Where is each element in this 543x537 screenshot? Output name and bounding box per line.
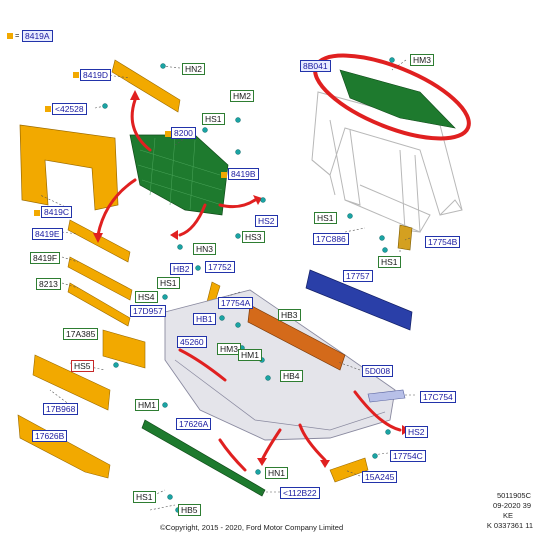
footer-code: KE <box>502 511 513 520</box>
part-label-HN3[interactable]: HN3 <box>193 243 217 255</box>
grille-bar-8213 <box>67 282 131 327</box>
part-label-HM1-a[interactable]: HM1 <box>238 349 262 361</box>
part-label-17626A[interactable]: 17626A <box>176 418 212 430</box>
part-label-17754A[interactable]: 17754A <box>218 297 254 309</box>
lower-grille-17b968 <box>32 354 111 411</box>
part-label-8419F[interactable]: 8419F <box>30 252 61 264</box>
part-label-8213[interactable]: 8213 <box>36 278 61 290</box>
part-label-HS1-d[interactable]: HS1 <box>157 277 180 289</box>
part-label-17757[interactable]: 17757 <box>343 270 373 282</box>
footer-ref: 5011905C <box>496 491 531 500</box>
part-label-17752[interactable]: 17752 <box>205 261 235 273</box>
part-label-8419D[interactable]: 8419D <box>80 69 112 81</box>
part-label-HS1-c[interactable]: HS1 <box>378 256 401 268</box>
label-marker <box>45 106 51 112</box>
upper-shield <box>339 69 456 129</box>
reinforcement-grid <box>137 136 223 211</box>
grille-bar-f <box>67 256 133 301</box>
part-label-8419B[interactable]: 8419B <box>228 168 259 180</box>
grille-bezel <box>19 124 119 211</box>
plate-17a385 <box>102 329 146 369</box>
footer-copyright: ©Copyright, 2015 - 2020, Ford Motor Comp… <box>160 523 344 532</box>
part-label-HB1[interactable]: HB1 <box>193 313 216 325</box>
part-label-17C754[interactable]: 17C754 <box>420 391 456 403</box>
part-label-HM3-a[interactable]: HM3 <box>410 54 434 66</box>
absorber-5d008 <box>247 304 346 371</box>
part-label-17B968[interactable]: 17B968 <box>43 403 79 415</box>
legend-swatch <box>7 33 13 39</box>
part-label-HB5[interactable]: HB5 <box>178 504 201 516</box>
part-label-8200[interactable]: 8200 <box>171 127 196 139</box>
part-label-17D957[interactable]: 17D957 <box>130 305 166 317</box>
part-label-HS1-b[interactable]: HS1 <box>314 212 337 224</box>
label-marker <box>73 72 79 78</box>
lower-trim-17626b <box>17 414 111 479</box>
part-label-HS2-a[interactable]: HS2 <box>255 215 278 227</box>
part-label-HS1-e[interactable]: HS1 <box>133 491 156 503</box>
part-label-15A245[interactable]: 15A245 <box>362 471 398 483</box>
part-label-HB3[interactable]: HB3 <box>278 309 301 321</box>
part-label-8B041[interactable]: 8B041 <box>300 60 331 72</box>
bumper-lower-edge <box>174 359 386 431</box>
part-label-8419C[interactable]: 8419C <box>41 206 73 218</box>
part-label-45260[interactable]: 45260 <box>177 336 207 348</box>
part-label-HS3[interactable]: HS3 <box>242 231 265 243</box>
front-bumper <box>164 289 396 441</box>
part-label-HS4[interactable]: HS4 <box>135 291 158 303</box>
part-label-112B22[interactable]: <112B22 <box>280 487 320 499</box>
red-arrows <box>96 98 402 472</box>
part-label-42528[interactable]: <42528 <box>52 103 87 115</box>
part-label-17754B[interactable]: 17754B <box>425 236 461 248</box>
part-label-HN1[interactable]: HN1 <box>265 467 289 479</box>
part-label-17626B[interactable]: 17626B <box>32 430 68 442</box>
label-marker <box>221 172 227 178</box>
grille-bar-upper <box>111 59 181 113</box>
red-arrowheads <box>93 90 410 468</box>
part-label-HB4[interactable]: HB4 <box>280 370 303 382</box>
leader-lines <box>39 59 415 511</box>
air-deflector-17626a <box>141 419 266 497</box>
footer-date: 09-2020 39 <box>493 501 531 510</box>
part-label-17C886[interactable]: 17C886 <box>313 233 349 245</box>
bumper-beam-17757 <box>305 269 413 331</box>
part-label-HS2-b[interactable]: HS2 <box>405 426 428 438</box>
part-label-8419E[interactable]: 8419E <box>32 228 63 240</box>
legend-equals: = <box>15 31 20 40</box>
part-label-HM1-b[interactable]: HM1 <box>135 399 159 411</box>
part-label-5D008[interactable]: 5D008 <box>362 365 394 377</box>
part-label-HS1-a[interactable]: HS1 <box>202 113 225 125</box>
part-label-17754C[interactable]: 17754C <box>390 450 426 462</box>
radiator-support-frame <box>311 91 463 233</box>
fasteners <box>102 57 395 513</box>
part-label-HS5[interactable]: HS5 <box>71 360 94 372</box>
legend-code[interactable]: 8419A <box>22 30 53 42</box>
part-label-HN2[interactable]: HN2 <box>182 63 206 75</box>
label-marker <box>165 131 171 137</box>
bracket-17754b <box>397 224 413 251</box>
footer-id: K 0337361 11 <box>486 521 533 530</box>
part-label-HM2[interactable]: HM2 <box>230 90 254 102</box>
part-label-17A385[interactable]: 17A385 <box>63 328 99 340</box>
fog-bezel-15a245 <box>329 457 369 483</box>
bracket-17c754 <box>367 389 406 403</box>
part-label-HB2[interactable]: HB2 <box>170 263 193 275</box>
label-marker <box>34 210 40 216</box>
